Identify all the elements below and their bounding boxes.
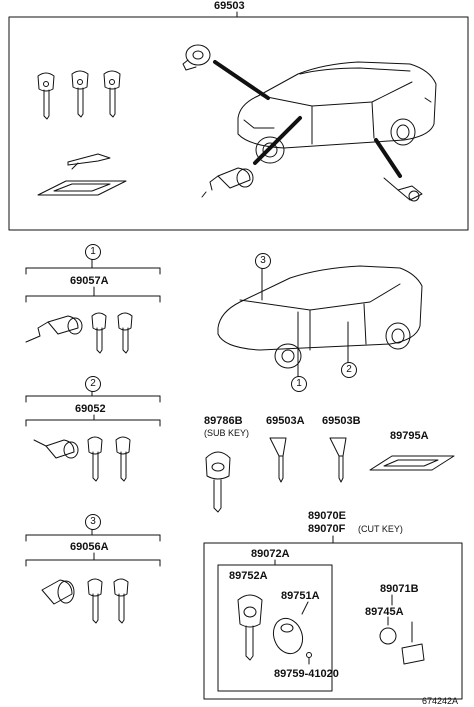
cylinder-with-keys-icon xyxy=(41,578,129,624)
group-number-badge: 3 xyxy=(255,253,271,269)
sub-key-icon xyxy=(205,451,231,513)
leader-line xyxy=(213,60,402,178)
cylinder-with-keys-icon xyxy=(33,436,131,482)
key-plate-icon xyxy=(369,455,455,471)
part-number-label: 89795A xyxy=(390,430,429,442)
part-number-label: 89786B xyxy=(204,415,243,427)
group-3-bracket xyxy=(25,527,161,567)
group-1-bracket xyxy=(25,257,161,303)
group-number-badge: 1 xyxy=(85,244,101,260)
part-note: (CUT KEY) xyxy=(358,524,403,534)
group-2-bracket xyxy=(25,389,161,427)
part-number-label: 69503 xyxy=(214,0,245,12)
cover-icon xyxy=(401,643,425,665)
vehicle-illustration-top xyxy=(237,61,437,164)
part-number-label: 89745A xyxy=(365,606,404,618)
battery-icon xyxy=(379,627,397,645)
key-blank-icon xyxy=(329,437,347,483)
part-number-label: 89070E xyxy=(308,510,346,522)
part-number-label: 89751A xyxy=(281,590,320,602)
key-blank-icon xyxy=(269,437,287,483)
kit-89070-box xyxy=(203,535,463,700)
part-number-label: 89752A xyxy=(229,570,268,582)
part-number-label: 89070F xyxy=(308,523,346,535)
part-number-label: 89071B xyxy=(380,583,419,595)
part-number-label: 69503A xyxy=(266,415,305,427)
transmitter-key-icon xyxy=(237,594,263,661)
part-note: (SUB KEY) xyxy=(204,428,250,438)
transmitter-case-icon xyxy=(272,617,304,655)
part-number-label: 69052 xyxy=(75,403,106,415)
door-lock-icon xyxy=(383,177,423,202)
part-number-label: 69057A xyxy=(70,275,109,287)
group-number-badge: 2 xyxy=(341,362,357,378)
group-number-badge: 2 xyxy=(85,376,101,392)
screw-icon xyxy=(306,652,312,665)
part-number-label: 69056A xyxy=(70,541,109,553)
part-number-label: 89759-41020 xyxy=(274,668,339,680)
part-number-label: 89072A xyxy=(251,548,290,560)
kit-69503-box xyxy=(8,11,469,231)
vehicle-illustration-middle xyxy=(217,265,423,377)
key-plate-icon xyxy=(37,180,127,196)
part-number-label: 69503B xyxy=(322,415,361,427)
ignition-cylinder-icon xyxy=(201,167,254,198)
lock-cylinder-icon xyxy=(182,44,211,71)
group-number-badge: 1 xyxy=(291,376,307,392)
key-icon xyxy=(37,70,121,120)
group-number-badge: 3 xyxy=(85,514,101,530)
cylinder-with-keys-icon xyxy=(25,312,133,354)
figure-id: 674242A xyxy=(422,696,459,706)
key-blank-icon xyxy=(67,153,111,170)
